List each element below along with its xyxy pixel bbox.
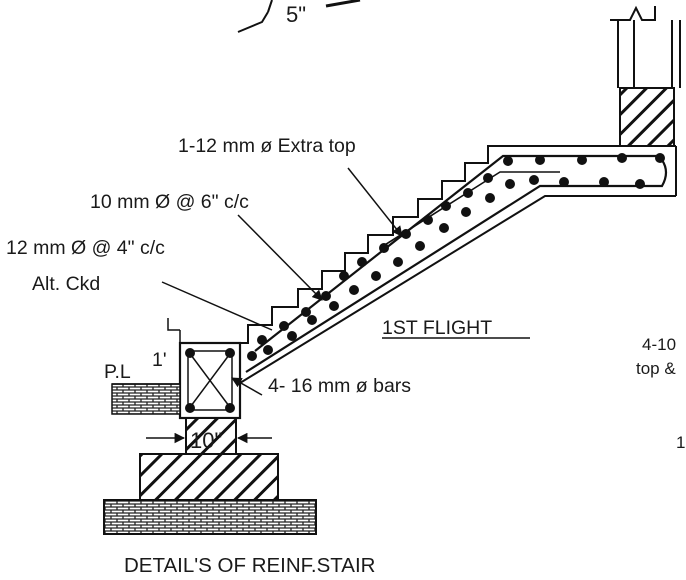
distribution-bars xyxy=(247,153,665,361)
right-cut-label-3: 1( xyxy=(676,433,686,452)
right-cut-label-2: top & xyxy=(636,359,676,378)
extra-top-bar-label: 1-12 mm ø Extra top xyxy=(178,135,356,157)
width-label: 10" xyxy=(190,428,222,453)
beam-bars-label: 4- 16 mm ø bars xyxy=(268,375,411,397)
plinth-height-label: 1' xyxy=(152,349,167,371)
upper-wall xyxy=(610,5,681,147)
stair-slab xyxy=(236,145,677,384)
main-bar-label: 12 mm Ø @ 4" c/c xyxy=(6,237,165,259)
plinth-level-strip xyxy=(111,383,181,415)
leader-lines xyxy=(161,167,403,396)
top-dimension-label: 5" xyxy=(286,2,306,27)
distribution-bar-label: 10 mm Ø @ 6" c/c xyxy=(90,191,249,213)
drawing-title: DETAIL'S OF REINF.STAIR xyxy=(124,554,375,577)
width-dimension xyxy=(146,430,272,446)
flight-label: 1ST FLIGHT xyxy=(382,317,492,339)
alt-ckd-label: Alt. Ckd xyxy=(32,273,100,295)
right-cut-label-1: 4-10 xyxy=(642,335,676,354)
footing xyxy=(139,453,279,501)
wall-below-beam xyxy=(185,417,237,455)
top-dimension xyxy=(237,0,361,33)
pcc-bed xyxy=(103,499,317,535)
upper-wall-section xyxy=(619,87,675,147)
plinth-level-label: P.L xyxy=(104,361,131,383)
